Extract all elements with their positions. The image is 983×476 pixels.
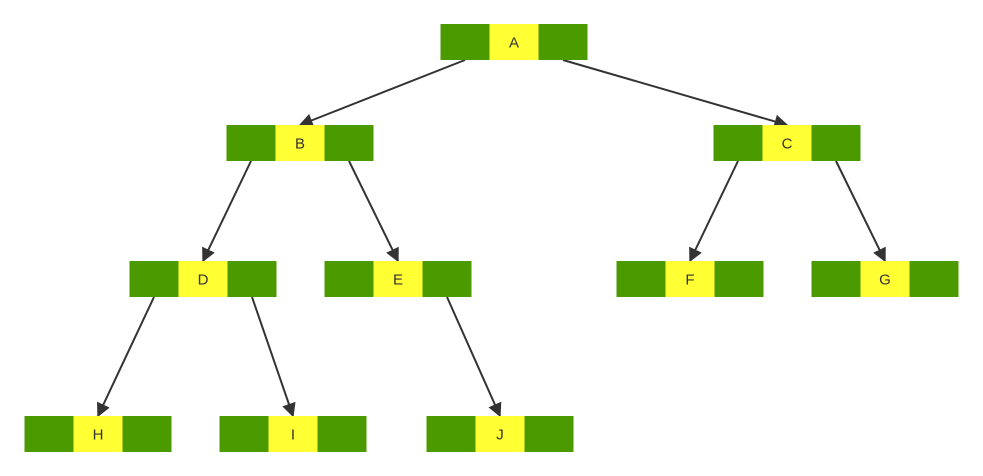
node-label: B: [295, 136, 305, 153]
right-pointer-cell: [524, 416, 574, 452]
node-label: A: [509, 35, 519, 52]
edge-b-e: [348, 160, 399, 263]
left-pointer-cell: [129, 261, 179, 297]
left-pointer-cell: [219, 416, 269, 452]
right-pointer-cell: [811, 125, 861, 161]
right-pointer-cell: [422, 261, 472, 297]
edge-b-d: [202, 160, 252, 263]
tree-node-g: G: [811, 261, 959, 297]
left-pointer-cell: [426, 416, 476, 452]
right-pointer-cell: [122, 416, 172, 452]
left-pointer-cell: [324, 261, 374, 297]
value-cell: [665, 261, 715, 297]
value-cell: [178, 261, 228, 297]
edge-e-j: [446, 296, 502, 418]
tree-node-h: H: [24, 416, 172, 452]
value-cell: [475, 416, 525, 452]
nodes-layer: A B C D E F G H I J: [24, 24, 959, 452]
left-pointer-cell: [24, 416, 74, 452]
left-pointer-cell: [440, 24, 490, 60]
node-label: I: [291, 427, 295, 444]
tree-node-d: D: [129, 261, 277, 297]
value-cell: [762, 125, 812, 161]
value-cell: [73, 416, 123, 452]
right-pointer-cell: [227, 261, 277, 297]
right-pointer-cell: [317, 416, 367, 452]
node-label: E: [393, 272, 403, 289]
edge-d-i: [251, 296, 296, 418]
left-pointer-cell: [616, 261, 666, 297]
tree-node-j: J: [426, 416, 574, 452]
right-pointer-cell: [538, 24, 588, 60]
edge-c-f: [689, 160, 739, 263]
right-pointer-cell: [909, 261, 959, 297]
edge-a-b: [298, 59, 466, 127]
value-cell: [275, 125, 325, 161]
left-pointer-cell: [226, 125, 276, 161]
left-pointer-cell: [811, 261, 861, 297]
node-label: G: [879, 272, 891, 289]
tree-node-i: I: [219, 416, 367, 452]
right-pointer-cell: [324, 125, 374, 161]
node-label: H: [93, 427, 104, 444]
value-cell: [373, 261, 423, 297]
right-pointer-cell: [714, 261, 764, 297]
node-label: D: [198, 272, 209, 289]
left-pointer-cell: [713, 125, 763, 161]
edge-a-c: [562, 59, 789, 129]
tree-node-a: A: [440, 24, 588, 60]
edges-layer: [97, 59, 886, 418]
tree-node-f: F: [616, 261, 764, 297]
edge-c-g: [835, 160, 886, 263]
node-label: J: [496, 427, 504, 444]
node-label: F: [685, 272, 694, 289]
value-cell: [268, 416, 318, 452]
value-cell: [489, 24, 539, 60]
tree-node-b: B: [226, 125, 374, 161]
edge-d-h: [97, 296, 155, 418]
tree-node-c: C: [713, 125, 861, 161]
tree-node-e: E: [324, 261, 472, 297]
value-cell: [860, 261, 910, 297]
node-label: C: [782, 136, 793, 153]
